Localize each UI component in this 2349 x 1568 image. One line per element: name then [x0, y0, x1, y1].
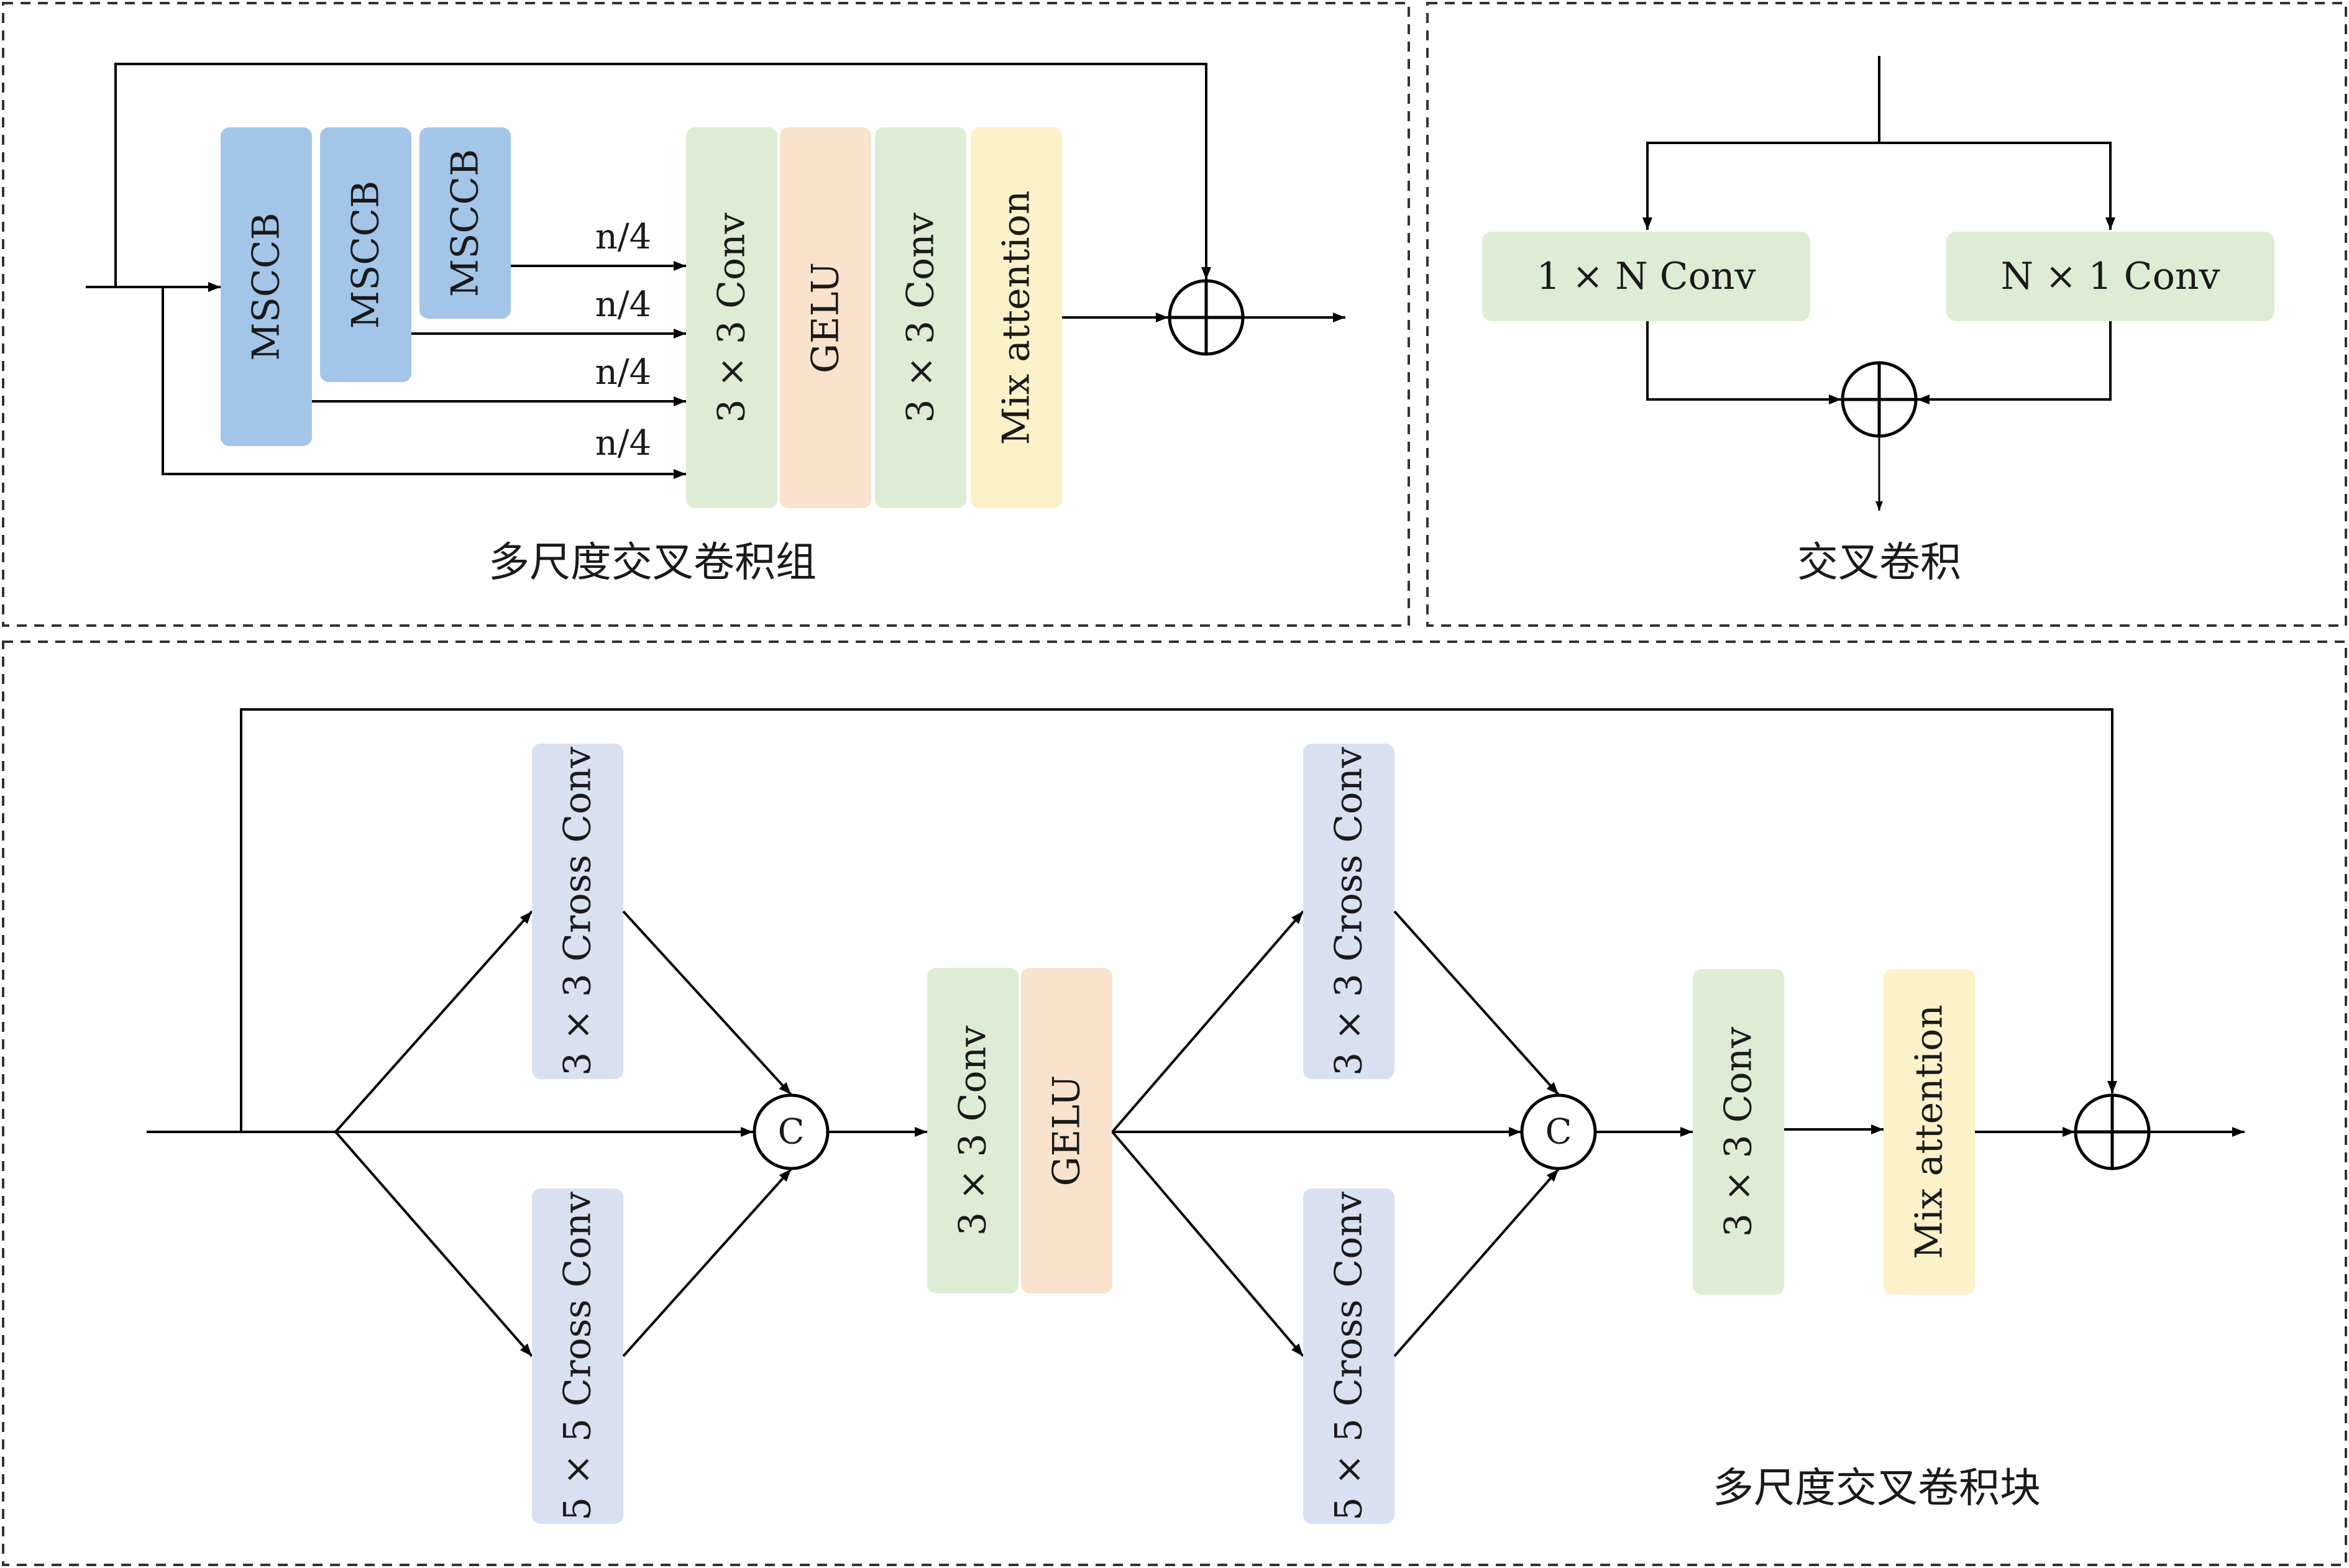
msccb-label-3: MSCCB — [444, 149, 487, 297]
cross-left-to-add — [1646, 321, 1841, 404]
panel-border-group — [2, 2, 1410, 627]
block-branch-a-up — [334, 910, 533, 1133]
split-line-4 — [162, 287, 686, 479]
block-cross3-b-block — [1303, 744, 1394, 1079]
cross-right-conv-block — [1946, 232, 2274, 321]
msccb-block-3 — [419, 127, 511, 319]
block-cross5-a-label: 5 × 5 Cross Conv — [556, 1192, 600, 1521]
block-cross5-a-to-concat — [622, 1168, 792, 1357]
block-attention-block — [1884, 969, 1975, 1295]
cross-title: 交叉卷积 — [1797, 539, 1961, 586]
block-cross3-b-to-concat — [1393, 910, 1560, 1096]
cross-branch-right — [1879, 142, 2115, 230]
split-label-2: n/4 — [595, 285, 652, 325]
block-conv-b-label: 3 × 3 Conv — [1717, 1027, 1761, 1238]
group-gelu-block — [780, 127, 871, 508]
split-label-1: n/4 — [595, 217, 652, 257]
msccb-label-2: MSCCB — [344, 181, 388, 329]
group-add-node — [1168, 279, 1245, 356]
cross-branch-left — [1642, 142, 1879, 230]
cross-right-conv-label: N × 1 Conv — [2001, 255, 2220, 298]
block-conv-b-block — [1693, 969, 1784, 1295]
msccb-block-2 — [320, 127, 411, 382]
block-title: 多尺度交叉卷积块 — [1713, 1464, 2041, 1512]
block-branch-b-up — [1111, 910, 1304, 1133]
block-skip-connection — [240, 708, 2117, 1132]
block-cross3-a-to-concat — [622, 910, 792, 1096]
group-conv1-block — [686, 127, 777, 508]
block-branch-b-down — [1111, 1131, 1304, 1357]
cross-left-conv-block — [1482, 232, 1810, 321]
block-conv-a-block — [927, 968, 1019, 1293]
block-gelu-block — [1021, 968, 1112, 1293]
panel-group: MSCCB MSCCB MSCCB 3 × 3 Conv GELU 3 × 3 … — [86, 63, 1345, 586]
block-conv-a-label: 3 × 3 Conv — [951, 1026, 995, 1236]
block-cross3-b-label: 3 × 3 Cross Conv — [1327, 747, 1371, 1076]
block-cross3-a-label: 3 × 3 Cross Conv — [556, 747, 600, 1076]
group-conv2-label: 3 × 3 Conv — [899, 212, 943, 423]
group-conv1-label: 3 × 3 Conv — [710, 212, 754, 423]
block-gelu-label: GELU — [1045, 1075, 1089, 1187]
msccb-label-1: MSCCB — [245, 212, 288, 360]
block-concat-a-label: C — [778, 1112, 805, 1152]
block-cross5-b-label: 5 × 5 Cross Conv — [1327, 1192, 1371, 1521]
block-cross5-a-block — [532, 1188, 623, 1524]
split-label-4: n/4 — [595, 423, 652, 463]
cross-add-node — [1841, 361, 1918, 438]
block-concat-b-label: C — [1545, 1112, 1572, 1152]
group-title: 多尺度交叉卷积组 — [488, 539, 817, 586]
group-attention-block — [971, 127, 1062, 508]
split-label-3: n/4 — [595, 352, 652, 393]
group-conv2-block — [875, 127, 966, 508]
group-skip-connection — [114, 63, 1211, 287]
block-cross5-b-block — [1303, 1188, 1394, 1524]
block-cross3-a-block — [532, 744, 623, 1079]
group-attention-label: Mix attention — [995, 191, 1038, 445]
cross-left-conv-label: 1 × N Conv — [1537, 255, 1756, 298]
block-cross5-b-to-concat — [1393, 1168, 1560, 1357]
panel-border-block — [2, 640, 2347, 1566]
msccb-block-1 — [221, 127, 312, 446]
block-attention-label: Mix attention — [1908, 1005, 1951, 1259]
panel-border-cross — [1426, 2, 2347, 627]
panel-block: 3 × 3 Cross Conv 5 × 5 Cross Conv C 3 × … — [147, 708, 2245, 1524]
block-branch-a-down — [334, 1131, 533, 1357]
block-add-node — [2074, 1093, 2151, 1170]
panel-cross: 1 × N Conv N × 1 Conv 交叉卷积 — [1482, 56, 2274, 586]
cross-right-to-add — [1917, 321, 2112, 404]
group-gelu-label: GELU — [804, 262, 848, 373]
